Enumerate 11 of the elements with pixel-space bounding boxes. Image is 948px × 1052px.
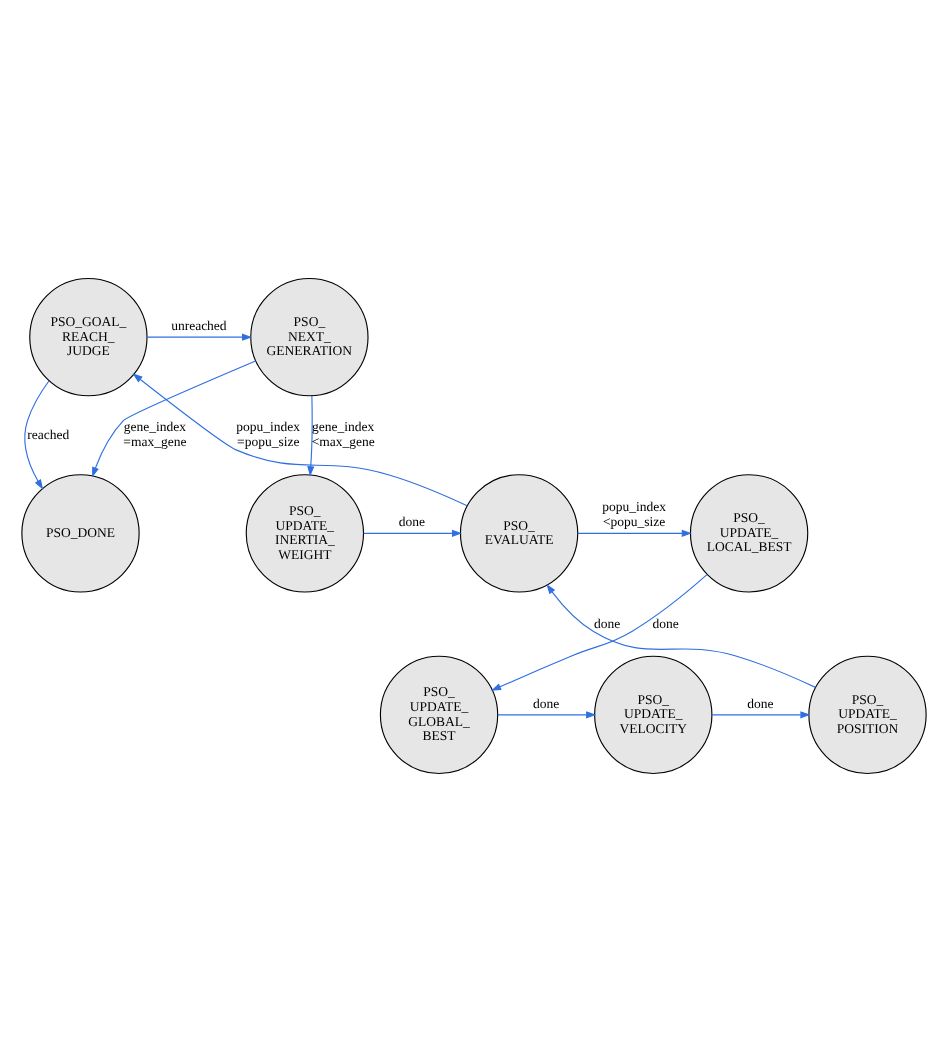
- arrow: [497, 711, 597, 719]
- arrow: [577, 529, 692, 537]
- arrow: [92, 360, 257, 478]
- arrow: [132, 373, 468, 507]
- arrow: [363, 529, 463, 537]
- arrow: [490, 574, 708, 691]
- arrow: [24, 380, 50, 490]
- arrow: [307, 395, 315, 477]
- arrow: [146, 333, 253, 341]
- arrow: [546, 583, 817, 688]
- arrow: [711, 711, 811, 719]
